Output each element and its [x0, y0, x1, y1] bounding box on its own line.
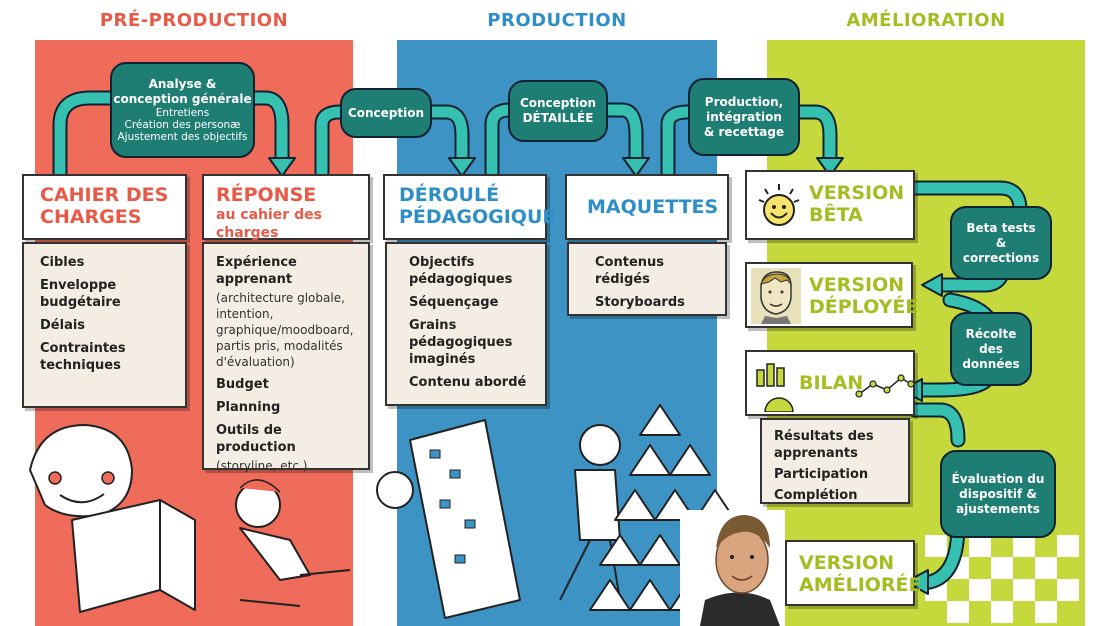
bubble-beta-tests: Beta tests & corrections: [950, 206, 1052, 280]
list-maquettes-item: Storyboards: [595, 295, 685, 310]
card-version-beta: VERSION BÊTA: [745, 170, 915, 240]
card-version-amelioree: VERSION AMÉLIORÉE: [785, 540, 922, 606]
card-cahier-des-charges: CAHIER DES CHARGES: [22, 174, 187, 240]
card-deployee-line1: VERSION: [809, 274, 905, 296]
list-bilan-item: Résultats des apprenants: [774, 429, 874, 461]
list-maquettes-item: Contenus rédigés: [595, 255, 665, 287]
list-reponse-note: (storyline, etc.): [216, 459, 308, 473]
line-chart-icon: [855, 374, 915, 398]
card-deroule-line2: PÉDAGOGIQUE: [399, 206, 556, 228]
bubble-recolte: Récolte des données: [950, 312, 1032, 386]
list-cahier: Cibles Enveloppe budgétaire Délais Contr…: [22, 242, 187, 408]
bubble-analyse-detail-3: Ajustement des objectifs: [117, 131, 248, 143]
card-version-deployee: VERSION DÉPLOYÉE: [745, 262, 919, 328]
bubble-analyse-conception: Analyse & conception générale Entretiens…: [110, 62, 255, 158]
bubble-analyse-title: Analyse & conception générale: [113, 77, 252, 106]
list-bilan-item: Complétion: [774, 488, 858, 503]
card-beta-line1: VERSION: [809, 182, 905, 204]
bubble-production: Production, intégration & recettage: [688, 78, 800, 156]
card-reponse-line1: RÉPONSE: [216, 184, 317, 206]
list-maquettes: Contenus rédigés Storyboards: [567, 242, 727, 316]
card-bilan-title: BILAN: [799, 372, 864, 394]
card-bilan: BILAN: [745, 350, 915, 416]
list-deroule-item: Grains pédagogiques imaginés: [409, 318, 513, 367]
list-bilan-item: Participation: [774, 467, 869, 482]
card-reponse-line2: au cahier des charges: [216, 207, 322, 241]
card-maquettes: MAQUETTES: [565, 174, 729, 240]
list-reponse-item: Expérience apprenant: [216, 255, 297, 287]
list-reponse-item: Outils de production: [216, 423, 296, 455]
card-cahier-line2: CHARGES: [40, 206, 142, 228]
list-deroule-item: Objectifs pédagogiques: [409, 255, 513, 287]
smiley-face-icon: [758, 184, 800, 226]
list-deroule: Objectifs pédagogiques Séquençage Grains…: [385, 242, 547, 406]
list-deroule-item: Contenu abordé: [409, 375, 527, 390]
phase-title-production: PRODUCTION: [487, 10, 627, 31]
list-cahier-item: Délais: [40, 318, 86, 333]
bubble-conception-detaillee-line1: Conception: [519, 96, 597, 110]
portrait-sketch-icon: [751, 268, 801, 324]
list-reponse-note: (architecture globale, intention, graphi…: [216, 291, 354, 369]
bar-chart-icon: [756, 363, 794, 412]
bubble-conception-detaillee: Conception DÉTAILLÉE: [508, 80, 608, 142]
card-beta-line2: BÊTA: [809, 204, 863, 226]
card-maquettes-title: MAQUETTES: [587, 196, 719, 218]
list-bilan: Résultats des apprenants Participation C…: [760, 418, 910, 504]
bubble-analyse-detail-2: Création des personæ: [124, 119, 241, 131]
list-reponse-item: Planning: [216, 400, 281, 415]
list-cahier-item: Cibles: [40, 255, 85, 270]
bubble-analyse-detail-1: Entretiens: [155, 107, 210, 119]
card-amelioree-line2: AMÉLIORÉE: [799, 574, 922, 596]
bubble-evaluation: Évaluation du dispositif & ajustements: [940, 450, 1056, 538]
card-deroule-pedagogique: DÉROULÉ PÉDAGOGIQUE: [383, 174, 556, 240]
list-deroule-item: Séquençage: [409, 295, 499, 310]
card-reponse: RÉPONSE au cahier des charges: [202, 174, 370, 241]
phase-title-amelioration: AMÉLIORATION: [846, 10, 1006, 31]
bubble-conception: Conception: [340, 88, 432, 138]
card-deployee-line2: DÉPLOYÉE: [809, 296, 919, 318]
card-amelioree-line1: VERSION: [799, 552, 895, 574]
card-deroule-line1: DÉROULÉ: [399, 184, 500, 206]
list-reponse-item: Budget: [216, 377, 269, 392]
list-reponse: Expérience apprenant (architecture globa…: [202, 242, 370, 473]
bubble-conception-detaillee-line2: DÉTAILLÉE: [522, 111, 594, 125]
card-cahier-line1: CAHIER DES: [40, 184, 169, 206]
phase-title-preproduction: PRÉ-PRODUCTION: [99, 10, 289, 31]
list-cahier-item: Enveloppe budgétaire: [40, 278, 121, 310]
list-cahier-item: Contraintes techniques: [40, 341, 126, 373]
